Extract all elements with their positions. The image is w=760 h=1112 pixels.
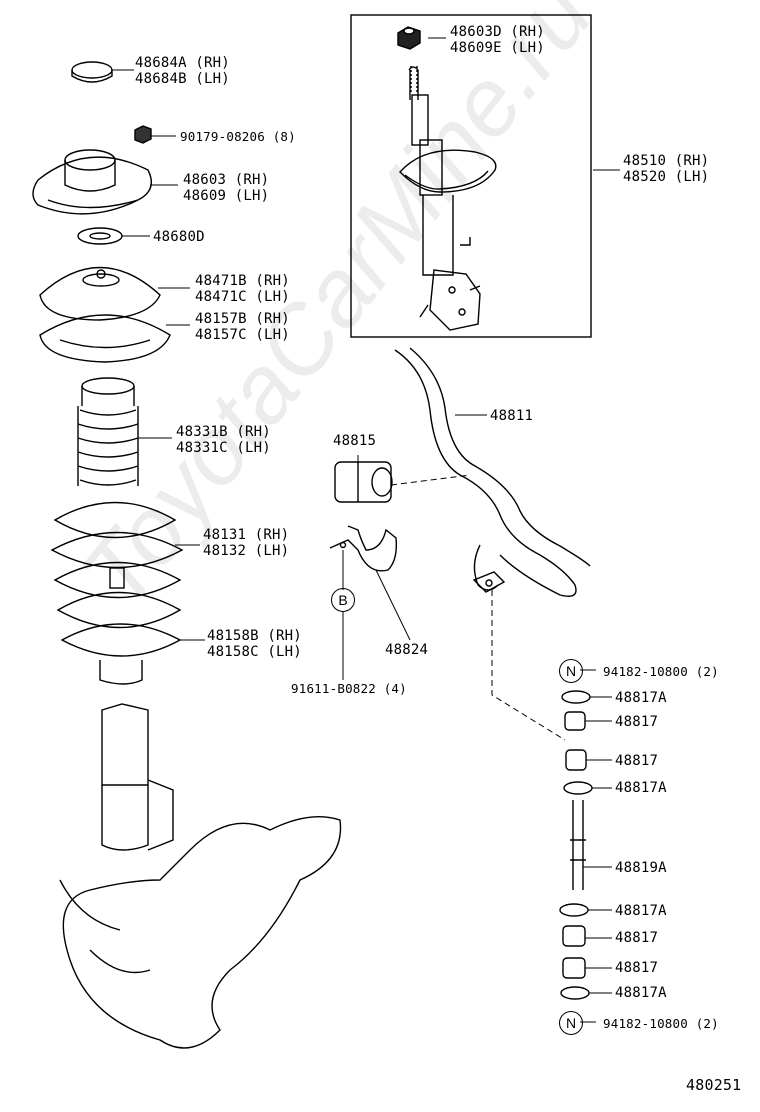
label-cap-rh: 48684A (RH)	[135, 55, 230, 71]
bump-stopper-shape	[77, 377, 139, 486]
label-strut-absorber-lh: 48520 (LH)	[623, 169, 710, 185]
label-cushion-2: 48817	[615, 753, 659, 769]
knuckle-shape	[59, 703, 342, 1049]
marker-b: B	[331, 588, 355, 612]
label-link-bolt: 48819A	[615, 860, 667, 876]
label-retainer-2: 48817A	[615, 780, 667, 796]
strut-nut-shape	[397, 26, 421, 50]
label-coil-spring-rh: 48131 (RH)	[203, 527, 290, 543]
diagram-id: 480251	[686, 1076, 742, 1094]
label-bump-stopper-lh: 48331C (LH)	[176, 440, 271, 456]
label-cushion-1: 48817	[615, 714, 659, 730]
bearing-shape	[77, 227, 123, 245]
label-insulator-lower-lh: 48158C (LH)	[207, 644, 302, 660]
link-parts-shape	[559, 690, 593, 1000]
label-strut-absorber-rh: 48510 (RH)	[623, 153, 710, 169]
label-insulator-lower-rh: 48158B (RH)	[207, 628, 302, 644]
support-shape	[32, 149, 152, 215]
label-retainer-1: 48817A	[615, 690, 667, 706]
label-insulator-upper-rh: 48157B (RH)	[195, 311, 290, 327]
label-bushing: 48815	[333, 433, 377, 449]
nut-shape	[134, 125, 152, 144]
bracket-shape	[329, 525, 398, 572]
label-strut-nut-rh: 48603D (RH)	[450, 24, 545, 40]
leader-lines	[112, 37, 620, 1023]
strut-assembly-box	[350, 14, 592, 338]
label-bearing: 48680D	[153, 229, 205, 245]
shock-absorber-shape	[399, 66, 497, 331]
label-bracket: 48824	[385, 642, 429, 658]
marker-n-top: N	[559, 659, 583, 683]
spring-seat-shape	[39, 266, 171, 363]
label-link-nut-top: 94182-10800 (2)	[603, 664, 719, 679]
label-nut-top: 90179-08206 (8)	[180, 129, 296, 144]
label-link-nut-bottom: 94182-10800 (2)	[603, 1016, 719, 1031]
marker-n-bottom: N	[559, 1011, 583, 1035]
label-coil-spring-lh: 48132 (LH)	[203, 543, 290, 559]
label-support-rh: 48603 (RH)	[183, 172, 270, 188]
label-retainer-3: 48817A	[615, 903, 667, 919]
label-spring-seat-lh: 48471C (LH)	[195, 289, 290, 305]
label-bump-stopper-rh: 48331B (RH)	[176, 424, 271, 440]
label-cushion-3: 48817	[615, 930, 659, 946]
bushing-shape	[334, 461, 393, 503]
label-cap-lh: 48684B (LH)	[135, 71, 230, 87]
label-support-lh: 48609 (LH)	[183, 188, 270, 204]
label-retainer-4: 48817A	[615, 985, 667, 1001]
stabilizer-bar-shape	[394, 347, 591, 597]
label-bolt: 91611-B0822 (4)	[291, 681, 407, 696]
cap-shape	[71, 61, 113, 83]
coil-spring-shape	[50, 501, 184, 685]
label-cushion-4: 48817	[615, 960, 659, 976]
label-stabilizer-bar: 48811	[490, 408, 534, 424]
label-insulator-upper-lh: 48157C (LH)	[195, 327, 290, 343]
label-strut-nut-lh: 48609E (LH)	[450, 40, 545, 56]
label-spring-seat-rh: 48471B (RH)	[195, 273, 290, 289]
